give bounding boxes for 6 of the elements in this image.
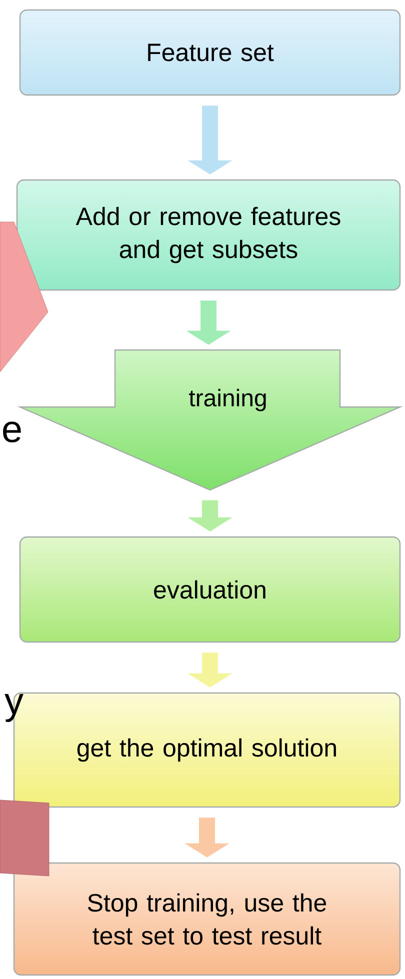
process-box: Add or remove features and get subsets xyxy=(16,179,401,291)
process-box: Stop training, use the test set to test result xyxy=(13,862,401,976)
process-box: evaluation xyxy=(19,536,401,643)
square-fragment xyxy=(0,800,50,876)
arrow-fragment xyxy=(0,222,48,372)
process-box: Feature set xyxy=(19,9,401,96)
